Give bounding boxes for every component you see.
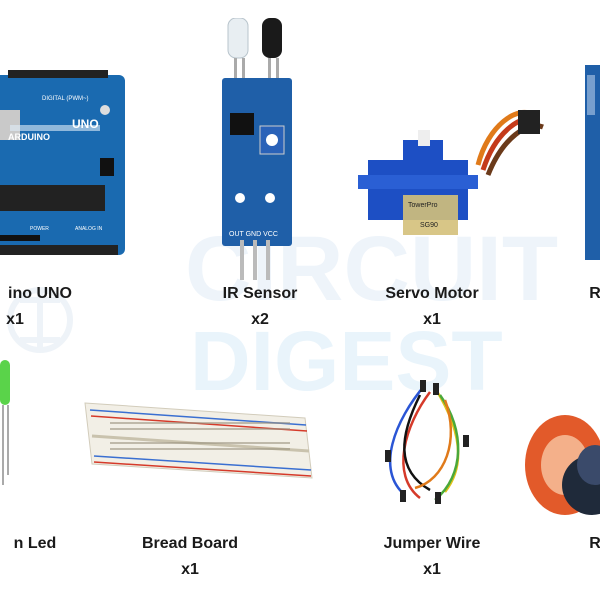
qty-servo-motor: x1	[423, 311, 441, 328]
servo-model: SG90	[420, 222, 438, 229]
label-servo-motor: Servo Motor	[385, 285, 479, 302]
jumper-wire-image	[385, 380, 469, 504]
label-rfid-tag: R	[589, 535, 600, 552]
servo-brand: TowerPro	[408, 202, 438, 209]
servo-motor-image: TowerPro SG90	[358, 110, 544, 235]
qty-arduino-uno: x1	[6, 311, 24, 328]
arduino-brand: ARDUINO	[8, 132, 50, 142]
label-ir-sensor: IR Sensor	[222, 285, 298, 302]
breadboard-image	[84, 402, 313, 479]
label-led: n Led	[13, 535, 57, 552]
ir-pin-labels: OUT GND VCC	[229, 231, 278, 238]
label-rfid-module: R	[589, 285, 600, 302]
rfid-module-image	[585, 65, 600, 260]
label-jumper-wire: Jumper Wire	[383, 535, 481, 552]
ir-sensor-image: OUT GND VCC	[222, 18, 292, 280]
arduino-uno-image: ARDUINO UNO DIGITAL (PWM~) POWER ANALOG …	[0, 70, 125, 255]
arduino-power-label: POWER	[30, 226, 49, 232]
qty-bread-board: x1	[181, 561, 199, 578]
green-led-image	[0, 360, 10, 485]
arduino-model: UNO	[72, 117, 99, 131]
qty-jumper-wire: x1	[423, 561, 441, 578]
arduino-digital-label: DIGITAL (PWM~)	[42, 96, 89, 102]
label-arduino-uno: ino UNO	[8, 285, 72, 302]
arduino-analog-label: ANALOG IN	[75, 226, 103, 232]
label-bread-board: Bread Board	[141, 535, 239, 552]
rfid-tag-image	[525, 415, 600, 515]
qty-ir-sensor: x2	[251, 311, 269, 328]
